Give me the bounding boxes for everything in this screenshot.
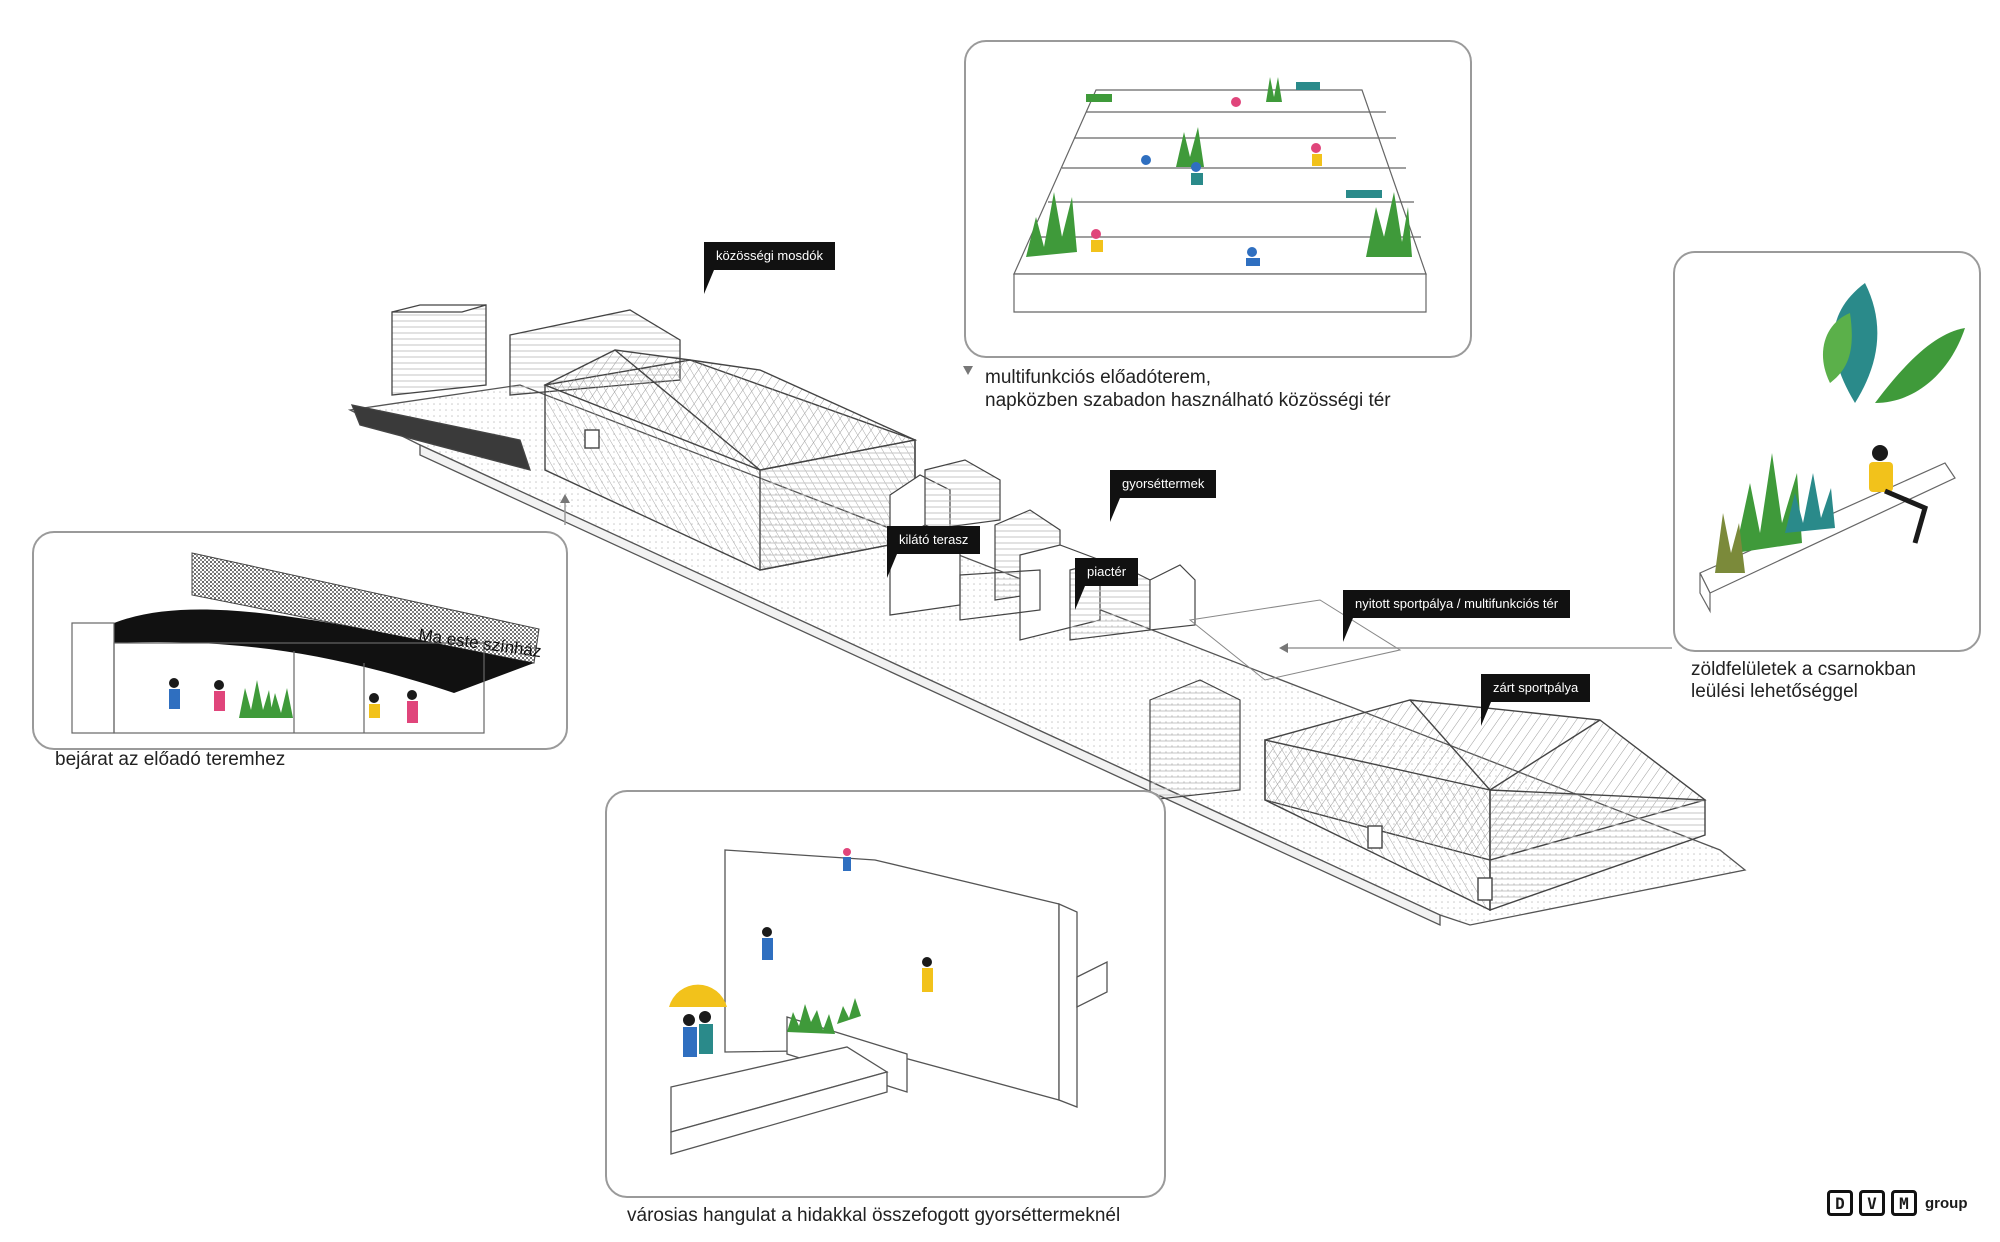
arrow-entrance xyxy=(560,494,570,503)
tag-kozossegi-mosdok: közösségi mosdók xyxy=(704,242,835,294)
urban-people xyxy=(683,848,933,1057)
tag-piacter: piactér xyxy=(1075,558,1139,610)
entrance-illustration: Ma este színház xyxy=(71,552,543,734)
caption-greenery-line1: zöldfelületek a csarnokban xyxy=(1691,659,1916,680)
caption-urban: városias hangulat a hidakkal összefogott… xyxy=(627,1205,1121,1226)
entrance-people xyxy=(169,678,418,723)
tag-gyorsettermek: gyorséttermek xyxy=(1110,470,1217,522)
caption-greenery-line2: leülési lehetőséggel xyxy=(1691,681,1858,702)
hall-people xyxy=(1086,82,1382,266)
performance-hall xyxy=(543,349,918,571)
arrow-greenery xyxy=(1279,643,1288,653)
tag-kilato-terasz: kilátó terasz xyxy=(887,526,981,578)
logo-letter-d: D xyxy=(1827,1190,1853,1216)
logo-suffix: group xyxy=(1925,1194,1968,1212)
panel-greenery xyxy=(1673,251,1981,652)
panel-urban-atmosphere xyxy=(605,790,1166,1198)
tag-nyitott-sportpalya: nyitott sportpálya / multifunkciós tér xyxy=(1343,590,1571,642)
tag-zart-sportpalya: zárt sportpálya xyxy=(1481,674,1591,726)
urban-illustration xyxy=(669,848,1108,1155)
closed-sports-hall xyxy=(1264,699,1707,912)
seated-person xyxy=(1869,445,1929,544)
logo-letter-v: V xyxy=(1859,1190,1885,1216)
logo-letter-m: M xyxy=(1891,1190,1917,1216)
panel-multifunctional-hall xyxy=(964,40,1472,358)
open-sports-field xyxy=(1188,599,1402,681)
dvm-group-logo: D V M group xyxy=(1827,1190,1968,1216)
arrow-hall xyxy=(963,366,973,375)
greenery-illustration xyxy=(1699,283,1965,614)
caption-entrance: bejárat az előadó teremhez xyxy=(55,749,286,770)
caption-multifunctional-line2: napközben szabadon használható közösségi… xyxy=(985,390,1391,411)
caption-multifunctional-line1: multifunkciós előadóterem, xyxy=(985,367,1211,388)
hall-illustration xyxy=(1013,77,1427,313)
panel-entrance: Ma este színház xyxy=(32,531,568,750)
